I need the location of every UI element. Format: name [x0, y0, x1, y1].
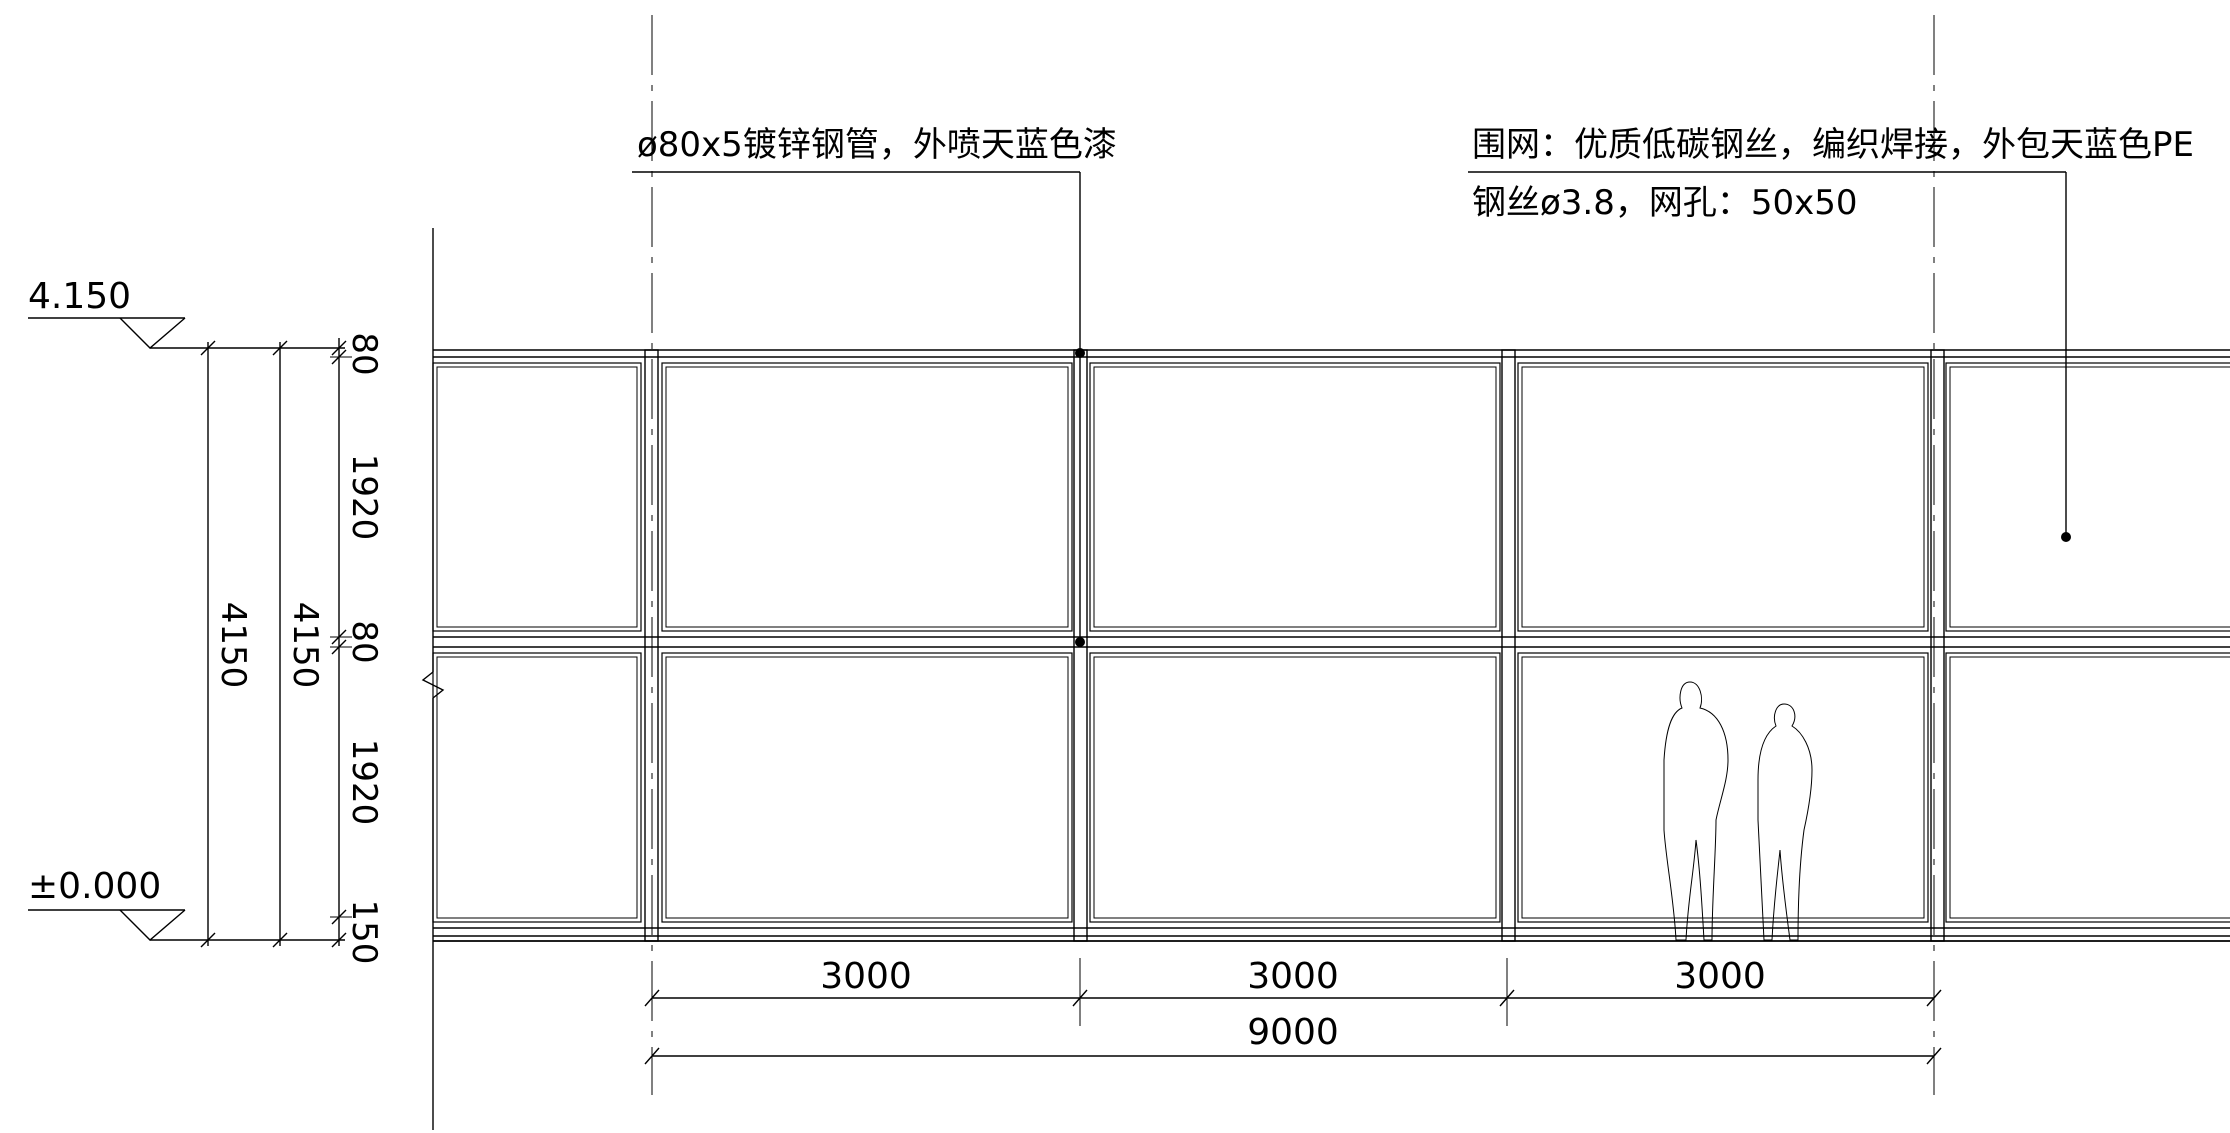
dim-mid-rail: 80	[344, 620, 384, 663]
elevation-top-label: 4.150	[28, 276, 131, 317]
dim-bay-2: 3000	[1247, 956, 1339, 997]
vertical-dimension-lines	[200, 338, 352, 948]
mesh-panels-lower	[432, 652, 2230, 923]
net-note-leader	[1468, 171, 2071, 542]
posts	[644, 349, 1945, 942]
pipe-note: ø80x5镀锌钢管，外喷天蓝色漆	[637, 125, 1117, 165]
human-figure-icon	[1663, 681, 1813, 941]
fence-body	[432, 349, 2230, 942]
dim-lower-panel: 1920	[344, 739, 384, 826]
post-centerlines	[651, 15, 1935, 1095]
dim-overall-b: 4150	[285, 602, 325, 689]
dim-upper-panel: 1920	[344, 454, 384, 541]
dim-top-rail: 80	[344, 332, 384, 375]
horizontal-dimension-lines	[644, 958, 1942, 1065]
pipe-note-leader	[632, 171, 1085, 647]
net-note-line2: 钢丝ø3.8，网孔：50x50	[1472, 183, 1858, 223]
dim-base: 150	[344, 900, 384, 965]
elevation-bottom-label: ±0.000	[28, 866, 161, 907]
elevation-marker-top	[28, 317, 345, 349]
dim-bay-3: 3000	[1674, 956, 1766, 997]
dim-total: 9000	[1247, 1012, 1339, 1053]
dim-overall-a: 4150	[213, 602, 253, 689]
mesh-panels-upper	[432, 362, 2230, 632]
elevation-marker-bottom	[28, 909, 345, 941]
dim-bay-1: 3000	[820, 956, 912, 997]
net-note-line1: 围网：优质低碳钢丝，编织焊接，外包天蓝色PE	[1472, 125, 2194, 165]
